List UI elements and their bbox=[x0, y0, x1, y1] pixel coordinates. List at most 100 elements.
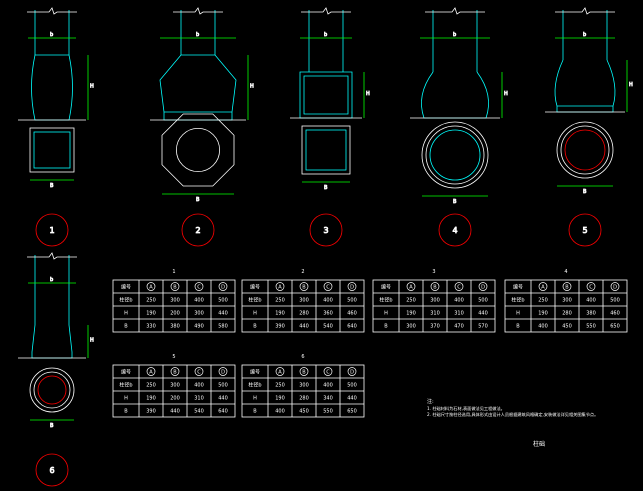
dimension-h-label: H bbox=[366, 91, 370, 97]
break-line bbox=[173, 7, 223, 15]
dimension-table-5: 5编号柱径bHBA250190390B300200440C400310540D5… bbox=[112, 354, 236, 418]
header-circle bbox=[275, 282, 285, 291]
table-header-cell: A bbox=[149, 370, 153, 376]
dimension-table-1: 1编号柱径bHBA250190330B300200380C400300490D5… bbox=[112, 269, 236, 333]
base-plan bbox=[29, 127, 75, 173]
table-header-cell: C bbox=[326, 370, 330, 376]
table-title: 1 bbox=[172, 269, 175, 275]
table-cell: 400 bbox=[538, 324, 548, 330]
header-circle bbox=[610, 282, 620, 291]
table-cell: 300 bbox=[406, 324, 416, 330]
detail-number: 2 bbox=[195, 226, 200, 235]
column-plan bbox=[33, 131, 71, 169]
notes-heading: 注: bbox=[427, 398, 434, 405]
table-title: 4 bbox=[564, 269, 567, 275]
table-header-cell: B bbox=[173, 285, 177, 291]
base-elevation bbox=[31, 324, 73, 359]
table-cell: 380 bbox=[586, 311, 596, 317]
column-base-drawing-1: bH B 1 bbox=[18, 7, 94, 247]
dimension-b-label: b bbox=[324, 32, 327, 38]
table-header-cell: C bbox=[589, 285, 593, 291]
table-cell: H bbox=[384, 311, 388, 317]
table-header-cell: A bbox=[278, 285, 282, 291]
break-line bbox=[27, 7, 77, 15]
table-cell: 360 bbox=[323, 311, 333, 317]
table-header-cell: 编号 bbox=[121, 284, 131, 291]
dimension-table-2: 2编号柱径bHBA250190390B300280440C400360540D5… bbox=[241, 269, 365, 333]
table-header-cell: D bbox=[350, 370, 354, 376]
table-cell: 300 bbox=[194, 311, 204, 317]
table-cell: 440 bbox=[347, 396, 357, 402]
header-circle bbox=[478, 282, 488, 291]
base-plan-inner bbox=[33, 371, 71, 409]
table-header-cell: 编号 bbox=[121, 369, 131, 376]
table-cell: 370 bbox=[430, 324, 440, 330]
table-cell: 500 bbox=[218, 383, 228, 389]
dimension-table-6: 6编号柱径bHBA250190400B300280450C400340550D5… bbox=[241, 354, 365, 418]
table-cell: 柱径b bbox=[511, 297, 524, 304]
base-plan bbox=[556, 121, 614, 179]
header-circle bbox=[586, 282, 596, 291]
table-cell: 250 bbox=[406, 298, 416, 304]
table-cell: 440 bbox=[170, 409, 180, 415]
header-circle bbox=[538, 282, 548, 291]
dimension-B-label: B bbox=[50, 183, 54, 189]
table-header-cell: C bbox=[197, 370, 201, 376]
dimension-h-label: H bbox=[90, 84, 94, 90]
base-plan-inner bbox=[560, 125, 610, 175]
base-plan bbox=[29, 367, 75, 413]
base-plan-inner bbox=[425, 125, 485, 185]
base-plan bbox=[301, 125, 351, 175]
table-cell: 柱径b bbox=[379, 297, 392, 304]
table-cell: 250 bbox=[538, 298, 548, 304]
header-circle bbox=[323, 282, 333, 291]
table-cell: 340 bbox=[323, 396, 333, 402]
table-cell: 柱径b bbox=[119, 382, 132, 389]
table-header-cell: 编号 bbox=[513, 284, 523, 291]
table-cell: 400 bbox=[275, 409, 285, 415]
table-cell: 450 bbox=[562, 324, 572, 330]
notes-line-2: 2. 柱础尺寸按柱径选用,具体形式由设计人员根据建筑风格确定,安装做法详见相关图… bbox=[427, 411, 598, 418]
table-header-cell: A bbox=[409, 285, 413, 291]
table-cell: 310 bbox=[194, 396, 204, 402]
table-cell: 190 bbox=[275, 396, 285, 402]
dimension-h-label: H bbox=[504, 91, 508, 97]
break-line bbox=[301, 7, 351, 15]
table-header-cell: D bbox=[221, 370, 225, 376]
column-plan bbox=[564, 129, 606, 171]
table-header-cell: 编号 bbox=[250, 369, 260, 376]
table-cell: 200 bbox=[170, 311, 180, 317]
dimension-B-label: B bbox=[50, 423, 54, 429]
header-circle bbox=[299, 282, 309, 291]
table-cell: H bbox=[253, 311, 257, 317]
dimension-b-label: b bbox=[50, 277, 53, 283]
notes: 注: 1. 柱础材料为石材,表面做法见工程做法。 2. 柱础尺寸按柱径选用,具体… bbox=[427, 398, 598, 448]
detail-number: 3 bbox=[323, 226, 328, 235]
dimension-b-label: b bbox=[50, 32, 53, 38]
table-header-cell: D bbox=[221, 285, 225, 291]
table-cell: 柱径b bbox=[119, 297, 132, 304]
table-cell: H bbox=[253, 396, 257, 402]
detail-number: 4 bbox=[452, 226, 457, 235]
table-cell: 190 bbox=[538, 311, 548, 317]
table-cell: 400 bbox=[194, 383, 204, 389]
table-cell: 470 bbox=[454, 324, 464, 330]
table-cell: 300 bbox=[299, 298, 309, 304]
break-line bbox=[425, 7, 485, 15]
detail-number: 6 bbox=[49, 466, 54, 475]
dimension-b-label: b bbox=[196, 32, 199, 38]
table-header-cell: D bbox=[613, 285, 617, 291]
table-cell: 500 bbox=[610, 298, 620, 304]
detail-number: 1 bbox=[49, 226, 54, 235]
table-cell: 柱径b bbox=[248, 382, 261, 389]
table-cell: 190 bbox=[275, 311, 285, 317]
table-header-cell: C bbox=[197, 285, 201, 291]
table-title: 2 bbox=[301, 269, 304, 275]
table-cell: 460 bbox=[610, 311, 620, 317]
table-cell: H bbox=[124, 396, 128, 402]
table-cell: 190 bbox=[406, 311, 416, 317]
